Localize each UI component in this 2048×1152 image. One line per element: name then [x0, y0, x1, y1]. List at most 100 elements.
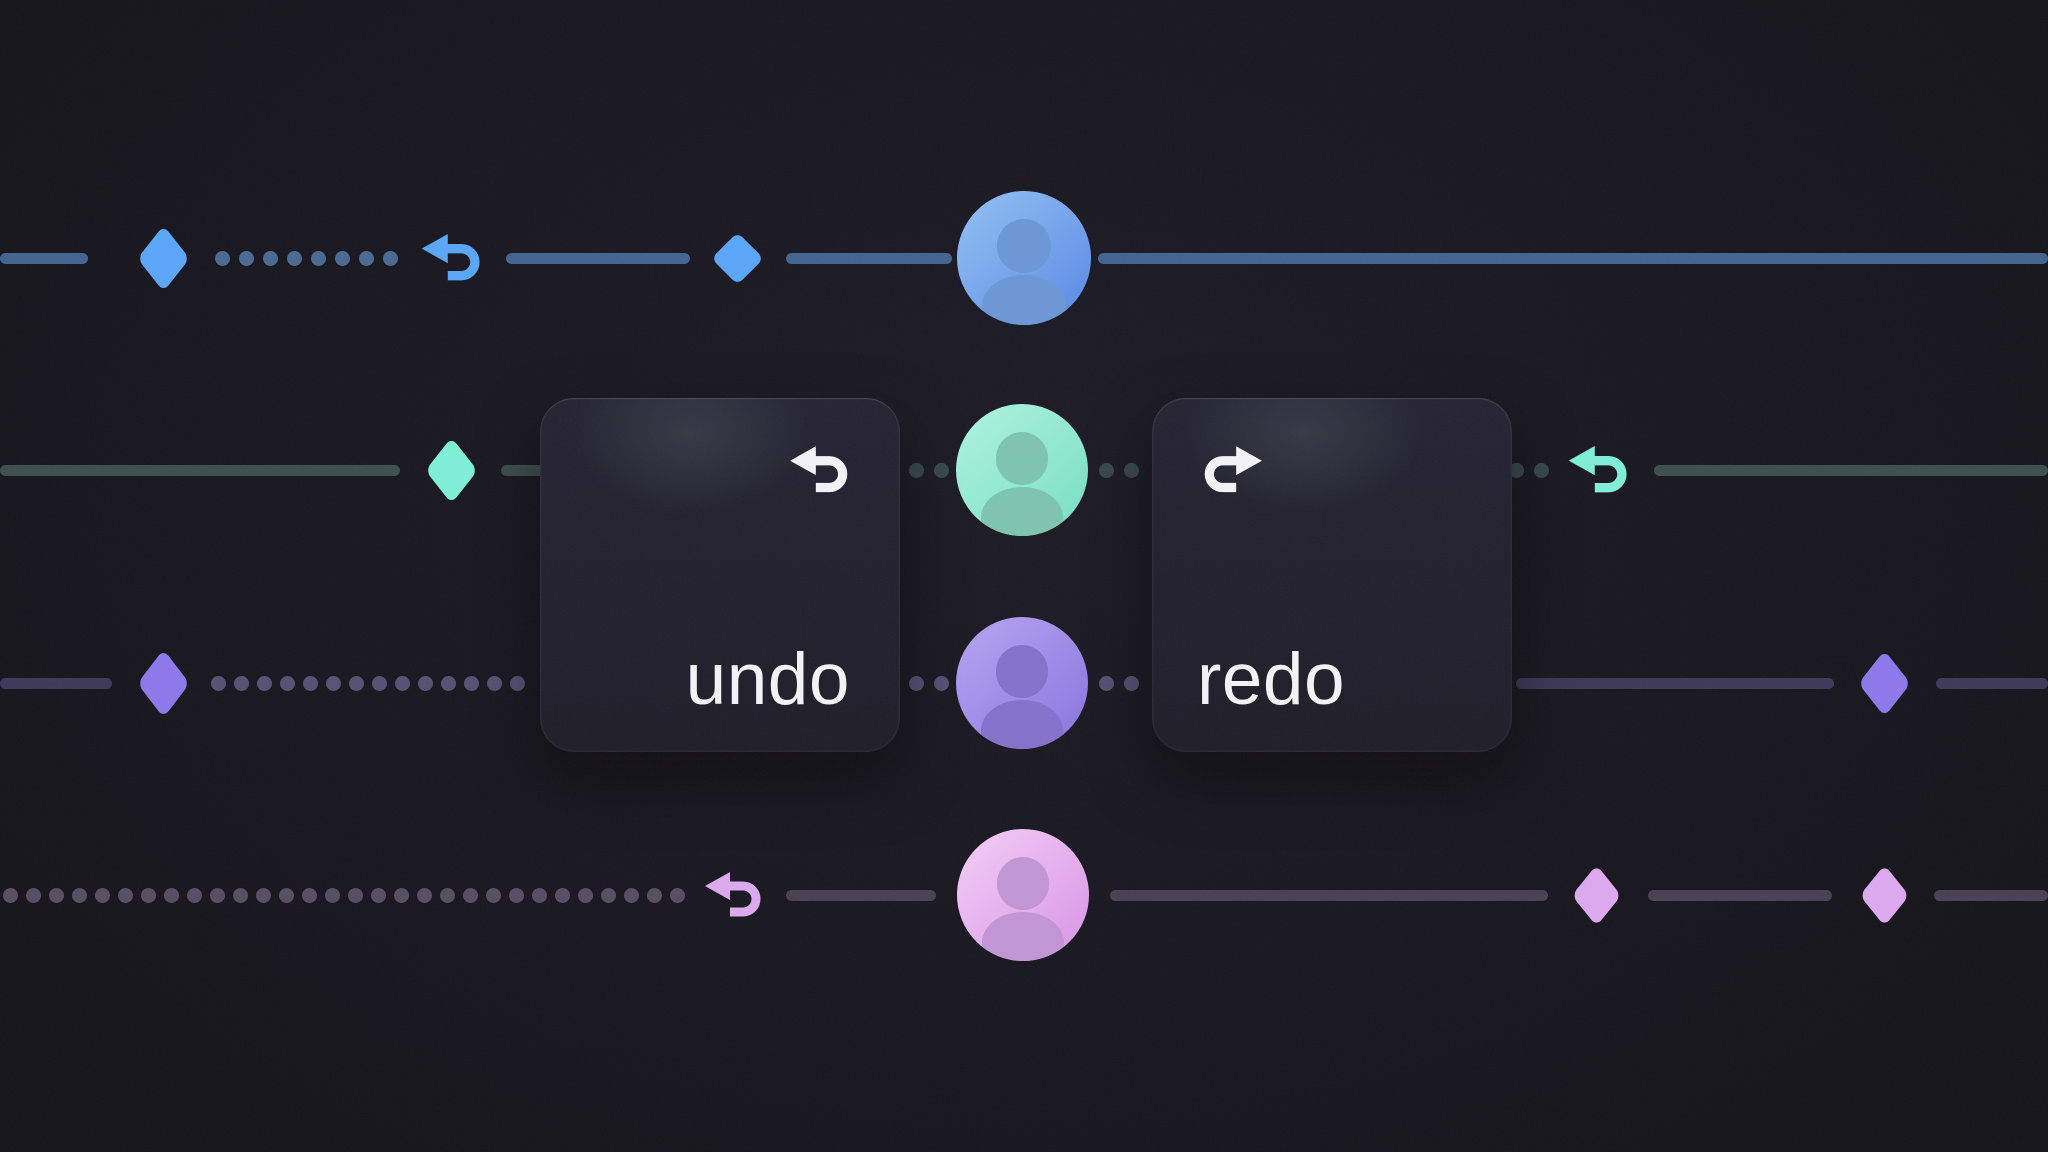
- dotted-line-dot: [382, 250, 398, 266]
- timeline-line-segment: [1098, 252, 2048, 264]
- timeline-line-segment: [1516, 677, 1834, 689]
- avatar-shoulders: [981, 487, 1063, 536]
- dotted-line-dot: [325, 675, 341, 691]
- dotted-line-dot: [440, 675, 456, 691]
- dotted-line-dot: [347, 887, 363, 903]
- dotted-line-dot: [163, 887, 179, 903]
- dotted-line-dot: [509, 675, 525, 691]
- avatar-shoulders: [982, 275, 1066, 325]
- dotted-line-dot: [600, 887, 616, 903]
- dotted-line-dot: [371, 675, 387, 691]
- dotted-line-dot: [255, 887, 271, 903]
- redo-key-card[interactable]: redo: [1152, 398, 1512, 752]
- dotted-line-dot: [486, 675, 502, 691]
- timeline-line-segment: [501, 464, 544, 476]
- dotted-line-dot: [933, 675, 949, 691]
- dotted-line-dot: [310, 250, 326, 266]
- dotted-line-dot: [1098, 675, 1114, 691]
- dotted-line-dot: [48, 887, 64, 903]
- avatar-shoulders: [981, 700, 1063, 749]
- dotted-line-dot: [302, 675, 318, 691]
- milestone-diamond-icon: [136, 648, 190, 718]
- dotted-line-dot: [646, 887, 662, 903]
- dotted-line-dot: [1123, 675, 1139, 691]
- milestone-diamond-icon: [1859, 864, 1909, 926]
- avatar-head: [995, 431, 1049, 485]
- dotted-line-dot: [394, 675, 410, 691]
- dotted-line-dot: [417, 675, 433, 691]
- user-avatar: [956, 617, 1088, 749]
- timeline-line-segment: [1648, 889, 1832, 901]
- dotted-line-dot: [279, 675, 295, 691]
- dotted-line-dot: [531, 887, 547, 903]
- dotted-line-dot: [623, 887, 639, 903]
- dotted-line-dot: [209, 887, 225, 903]
- timeline-line-segment: [0, 464, 400, 476]
- dotted-line-dot: [1533, 462, 1549, 478]
- dotted-line-dot: [233, 675, 249, 691]
- undo-arrow-icon: [1566, 445, 1634, 495]
- undo-key-card[interactable]: undo: [540, 398, 900, 752]
- dotted-line-dot: [186, 887, 202, 903]
- dotted-line-dot: [508, 887, 524, 903]
- undo-key-label: undo: [685, 639, 850, 720]
- undo-arrow-icon: [788, 445, 854, 495]
- dotted-line-dot: [71, 887, 87, 903]
- dotted-line-dot: [286, 250, 302, 266]
- dotted-line-dot: [348, 675, 364, 691]
- dotted-line-dot: [117, 887, 133, 903]
- timeline-line-segment: [0, 252, 88, 264]
- dotted-line-dot: [210, 675, 226, 691]
- timeline-line-segment: [1654, 464, 2048, 476]
- dotted-line-dot: [485, 887, 501, 903]
- dotted-line-dot: [278, 887, 294, 903]
- dotted-line-dot: [462, 887, 478, 903]
- dotted-line-dot: [2, 887, 18, 903]
- dotted-line-dot: [214, 250, 230, 266]
- dotted-line-dot: [908, 462, 924, 478]
- dotted-line-dot: [393, 887, 409, 903]
- milestone-diamond-icon: [710, 231, 764, 285]
- timeline-line-segment: [786, 252, 952, 264]
- redo-arrow-icon: [1198, 445, 1264, 495]
- milestone-diamond-icon: [136, 224, 190, 292]
- dotted-line-dot: [238, 250, 254, 266]
- dotted-line-dot: [908, 675, 924, 691]
- avatar-head: [997, 219, 1051, 273]
- user-avatar: [957, 191, 1091, 325]
- dotted-line-dot: [933, 462, 949, 478]
- redo-key-label: redo: [1197, 639, 1346, 720]
- dotted-line-dot: [577, 887, 593, 903]
- timeline-line-segment: [786, 889, 936, 901]
- avatar-head: [995, 644, 1049, 698]
- user-avatar: [956, 404, 1088, 536]
- dotted-line-dot: [1123, 462, 1139, 478]
- milestone-diamond-icon: [1571, 864, 1621, 926]
- dotted-line-dot: [554, 887, 570, 903]
- milestone-diamond-icon: [424, 436, 478, 504]
- milestone-diamond-icon: [1857, 649, 1911, 717]
- timeline-line-segment: [1110, 889, 1548, 901]
- dotted-line-dot: [140, 887, 156, 903]
- dotted-line-dot: [669, 887, 685, 903]
- dotted-line-dot: [25, 887, 41, 903]
- avatar-shoulders: [982, 912, 1064, 961]
- dotted-line-dot: [324, 887, 340, 903]
- dotted-line-dot: [1098, 462, 1114, 478]
- timeline-line-segment: [506, 252, 690, 264]
- timeline-line-segment: [1936, 677, 2048, 689]
- dotted-line-dot: [334, 250, 350, 266]
- dotted-line-dot: [358, 250, 374, 266]
- dotted-line-dot: [232, 887, 248, 903]
- dotted-line-dot: [301, 887, 317, 903]
- dotted-line-dot: [463, 675, 479, 691]
- dotted-line-dot: [94, 887, 110, 903]
- undo-arrow-icon: [419, 233, 487, 283]
- avatar-head: [996, 856, 1050, 910]
- dotted-line-dot: [262, 250, 278, 266]
- dotted-line-dot: [416, 887, 432, 903]
- dotted-line-dot: [439, 887, 455, 903]
- dotted-line-dot: [256, 675, 272, 691]
- timeline-line-segment: [1934, 889, 2048, 901]
